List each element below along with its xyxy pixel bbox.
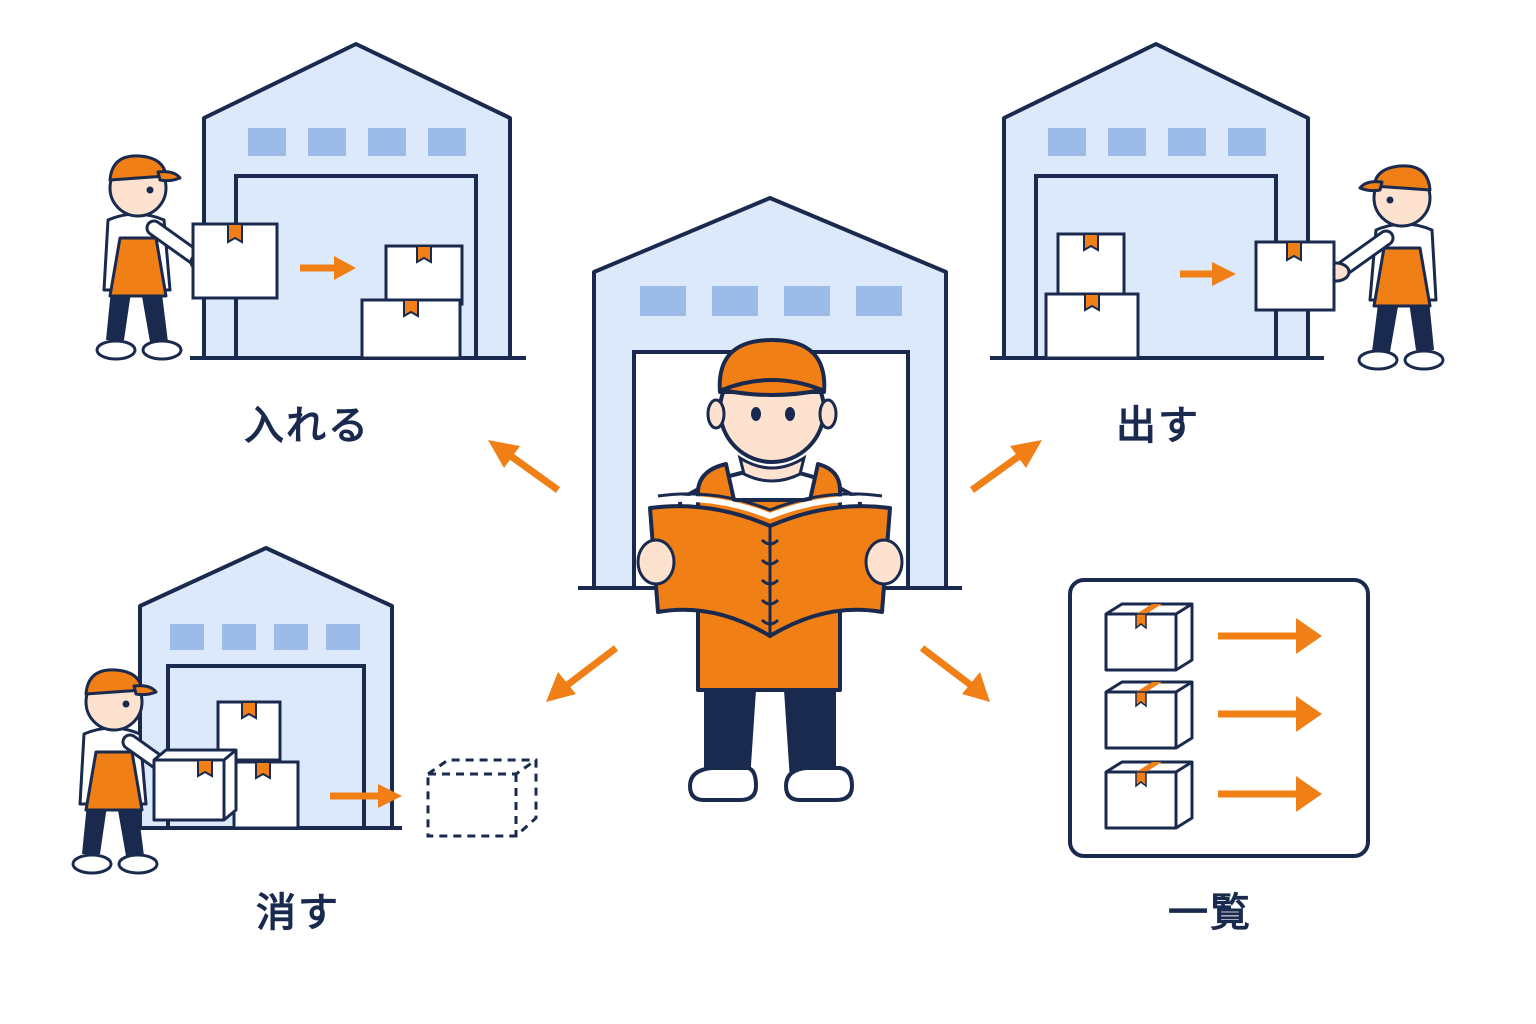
- box-icon: [1254, 240, 1336, 312]
- put-in-scene: [97, 42, 526, 359]
- box-icon: [191, 222, 279, 300]
- box-icon: [152, 748, 238, 822]
- warehouse-windows: [248, 128, 466, 156]
- arrow-icon: [1218, 696, 1322, 732]
- box-icon: [384, 244, 464, 306]
- warehouse-windows: [640, 286, 902, 316]
- arrow-icon: [488, 440, 561, 493]
- book-icon: [636, 492, 904, 638]
- arrow-icon: [919, 645, 990, 702]
- dashed-box-icon: [426, 758, 538, 838]
- arrow-icon: [1218, 618, 1322, 654]
- box-icon: [1104, 680, 1194, 750]
- delete-scene: [73, 546, 538, 873]
- box-icon: [1056, 232, 1126, 296]
- label-take-out: 出す: [1116, 403, 1200, 449]
- arrow-icon: [546, 645, 619, 702]
- box-icon: [232, 760, 300, 830]
- warehouse-windows: [170, 624, 360, 650]
- warehouse-windows: [1048, 128, 1266, 156]
- arrow-icon: [969, 440, 1042, 493]
- center-scene: [578, 196, 962, 802]
- take-out-scene: [990, 42, 1443, 369]
- worker-icon: [1323, 166, 1443, 369]
- label-delete: 消す: [256, 890, 340, 936]
- box-icon: [1104, 602, 1194, 672]
- box-icon: [1104, 760, 1194, 830]
- direction-arrows: [488, 440, 1042, 702]
- label-put-in: 入れる: [244, 403, 370, 449]
- arrow-icon: [1218, 776, 1322, 812]
- box-icon: [1044, 292, 1140, 360]
- list-panel-icon: [1068, 578, 1370, 858]
- label-list: 一覧: [1168, 890, 1252, 936]
